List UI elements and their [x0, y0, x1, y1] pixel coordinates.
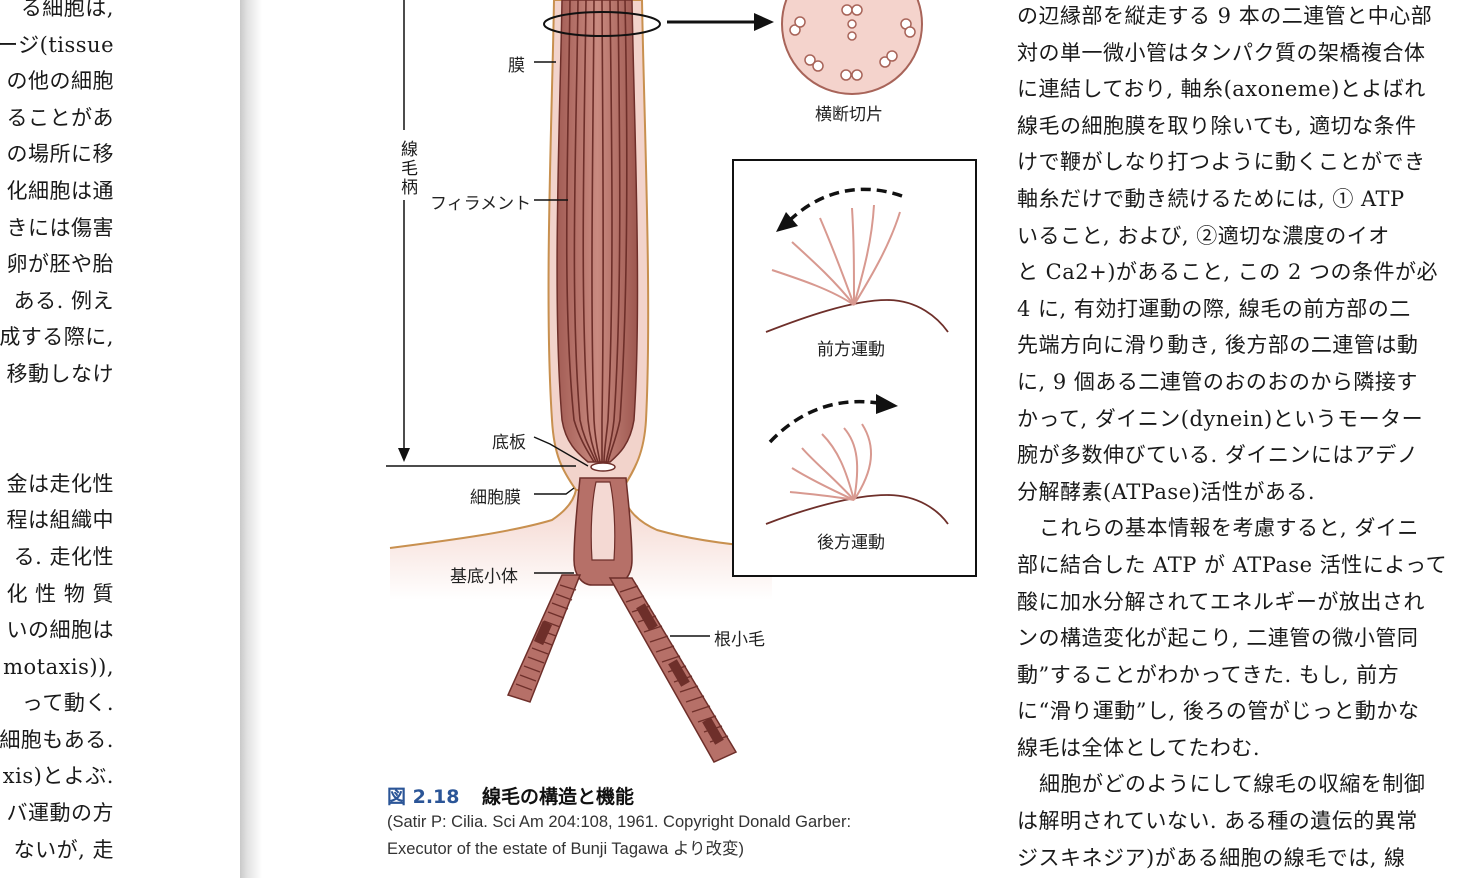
left-text-line: バ運動の方 [6, 801, 114, 826]
right-text-line: 先端方向に滑り動き, 後方部の二連管は動 [1017, 333, 1419, 358]
forward-motion-diagram [765, 187, 949, 333]
left-rootlet [506, 574, 582, 703]
section-arrowhead [754, 13, 774, 31]
right-rootlet [608, 577, 738, 763]
right-text-line: の辺縁部を縦走する 9 本の二連管と中心部 [1017, 4, 1433, 28]
left-text-line: きには傷害 [6, 215, 114, 240]
label-forward-motion: 前方運動 [817, 340, 885, 360]
figure-source-line: (Satir P: Cilia. Sci Am 204:108, 1961. C… [387, 813, 852, 831]
left-text-line: 金は走化性 [6, 471, 114, 496]
right-text-line: ンの構造変化が起こり, 二連管の微小管同 [1017, 626, 1419, 651]
motion-inset [732, 159, 977, 577]
right-text-line: いること, および, ②適切な濃度のイオ [1017, 223, 1390, 248]
leader-lines [533, 61, 710, 637]
right-text-line: に連結しており, 軸糸(axoneme)とよばれ [1017, 77, 1426, 102]
label-basal-body: 基底小体 [450, 567, 518, 587]
right-text-line: は解明されていない. ある種の遺伝的異常 [1017, 809, 1418, 834]
right-page: 膜 線毛柄 フィラメント 底板 細胞膜 基底小体 根小毛 横断切片 前方運動 後… [262, 0, 1460, 878]
page-gutter [240, 0, 262, 878]
left-text-line: motaxis)), [3, 654, 114, 679]
left-text-line: いの細胞は [6, 618, 114, 643]
right-text-line: 軸糸だけで動き続けるためには, ① ATP [1017, 186, 1405, 211]
left-text-line: ないが, 走 [13, 837, 114, 862]
figure-source-line: Executor of the estate of Bunji Tagawa よ… [387, 840, 745, 858]
left-text-line: る細胞は, [20, 0, 114, 20]
left-text-line: 移動しなけ [6, 361, 114, 386]
right-text-line: 線毛は全体としてたわむ. [1017, 735, 1261, 760]
right-text-line: 細胞がどのようにして線毛の収縮を制御 [1039, 772, 1426, 797]
right-text-line: 対の単一微小管はタンパク質の架橋複合体 [1017, 40, 1426, 65]
left-text-line: 程は組織中 [6, 508, 114, 533]
label-basal-plate: 底板 [492, 433, 526, 453]
figure-number: 図 2.18 [387, 786, 460, 808]
left-text-line [0, 429, 114, 466]
right-text-line: ジスキネジア)がある細胞の線毛では, 線 [1017, 845, 1406, 870]
left-text-column: る細胞は, ージ(tissue の他の細胞 ることがあ の場所に移 化細胞は通 … [0, 0, 114, 868]
label-backward-motion: 後方運動 [817, 533, 885, 553]
figure-source: (Satir P: Cilia. Sci Am 204:108, 1961. C… [387, 809, 979, 863]
backward-motion-diagram [765, 394, 949, 525]
left-text-line: 成する際に, [0, 325, 114, 350]
left-text-line [0, 393, 114, 430]
left-text-line: 細胞もある. [0, 727, 114, 752]
right-text-line: に“滑り運動”し, 後ろの管がじっと動かな [1017, 699, 1420, 724]
right-text-line: に, 9 個ある二連管のおのおのから隣接す [1017, 369, 1418, 394]
right-text-line: 4 に, 有効打運動の際, 線毛の前方部の二 [1017, 296, 1411, 321]
cross-section-diagram [781, 0, 923, 95]
label-cross-section: 横断切片 [815, 105, 883, 125]
left-text-line: 化 性 物 質 [6, 581, 114, 606]
right-text-line: これらの基本情報を考慮すると, ダイニ [1039, 516, 1419, 541]
left-text-line: xis)とよぶ. [2, 764, 114, 789]
left-page: る細胞は, ージ(tissue の他の細胞 ることがあ の場所に移 化細胞は通 … [0, 0, 240, 878]
left-text-line: ることがあ [6, 105, 114, 130]
right-text-column: の辺縁部を縦走する 9 本の二連管と中心部 対の単一微小管はタンパク質の架橋複合… [1017, 0, 1447, 876]
shaft-dimension [386, 0, 576, 467]
right-text-line: 酸に加水分解されてエネルギーが放出され [1017, 589, 1425, 614]
label-rootlet: 根小毛 [714, 630, 765, 650]
left-text-line: の他の細胞 [6, 69, 114, 94]
right-text-line: 線毛の細胞膜を取り除いても, 適切な条件 [1017, 113, 1417, 138]
left-text-line: の場所に移 [6, 142, 114, 167]
left-text-line: ージ(tissue [0, 32, 114, 57]
right-text-line: 部に結合した ATP が ATPase 活性によって [1017, 552, 1448, 577]
right-text-line: 腕が多数伸びている. ダイニンにはアデノ [1017, 443, 1419, 468]
label-membrane: 膜 [508, 56, 525, 76]
right-text-line: けで鞭がしなり打つように動くことができ [1017, 150, 1426, 175]
right-text-line: 動”することがわかってきた. もし, 前方 [1017, 662, 1400, 687]
left-text-line: ある. 例え [13, 288, 114, 313]
section-ring [543, 11, 661, 37]
cilium-figure [386, 0, 977, 763]
label-filament: フィラメント [430, 194, 532, 214]
right-text-line: と Ca2+)があること, この 2 つの条件が必 [1017, 260, 1438, 285]
left-text-line: 化細胞は通 [6, 178, 114, 203]
label-shaft: 線毛柄 [397, 140, 417, 197]
axoneme-filaments [565, 0, 628, 463]
basal-plate-shape [590, 462, 616, 472]
right-text-line: 分解酵素(ATPase)活性がある. [1017, 479, 1315, 504]
label-cell-membrane: 細胞膜 [470, 488, 521, 508]
figure-title: 線毛の構造と機能 [482, 786, 635, 808]
left-text-line: 卵が胚や胎 [6, 252, 114, 277]
right-text-line: かって, ダイニン(dynein)というモーター [1017, 406, 1424, 431]
left-text-line: って動く. [21, 691, 114, 716]
basal-body-core [590, 481, 616, 561]
left-text-line: る. 走化性 [13, 544, 114, 569]
